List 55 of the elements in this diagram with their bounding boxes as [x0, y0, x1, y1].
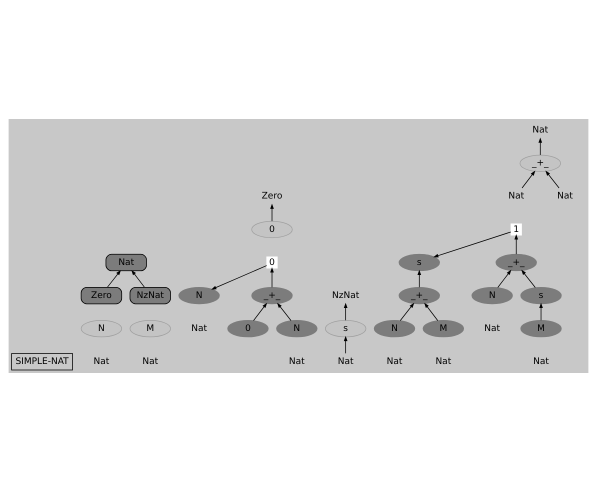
node-label: Nat [435, 357, 452, 368]
node-box: 0 [266, 256, 278, 269]
node-box: SIMPLE-NAT [11, 353, 73, 370]
arrow [417, 270, 422, 288]
node-text: NzNat [332, 290, 360, 301]
arrow [211, 265, 268, 290]
arrow [545, 170, 560, 188]
node-label: Nat [533, 357, 549, 368]
arrow [131, 270, 145, 288]
node-ellipse: _+_ [520, 154, 561, 172]
node-box: Nat [106, 254, 147, 272]
arrow [344, 336, 348, 354]
node-label: Nat [386, 357, 402, 368]
arrow [522, 170, 536, 188]
node-ellipse: N [374, 320, 416, 338]
node-text: Zero [262, 192, 282, 202]
arrow [424, 302, 438, 321]
node-box: NzNat [130, 286, 171, 304]
node-ellipse: _+_ [496, 254, 537, 272]
arrow [107, 270, 121, 288]
arrow [539, 302, 543, 321]
node-text: Nat [532, 126, 548, 136]
node-label: Nat [288, 357, 305, 368]
arrow [521, 270, 536, 288]
arrow [497, 270, 512, 288]
node-ellipse: N [472, 286, 513, 304]
node-ellipse: N [80, 320, 122, 338]
node-label: Nat [142, 357, 158, 368]
arrow [270, 267, 274, 288]
node-text: Nat [508, 192, 524, 202]
node-ellipse: _+_ [251, 286, 293, 304]
arrow [514, 234, 518, 255]
arrow [344, 302, 348, 321]
arrow [253, 302, 268, 321]
node-ellipse: 0 [251, 220, 293, 238]
node-ellipse: N [276, 320, 318, 338]
node-ellipse: 0 [227, 320, 269, 338]
arrow [538, 137, 542, 156]
node-label: Nat [94, 357, 110, 368]
node-label: Nat [484, 324, 500, 334]
node-ellipse: M [520, 320, 562, 338]
arrow [270, 204, 274, 222]
node-ellipse: s [325, 320, 366, 338]
node-box: 1 [510, 223, 522, 236]
arrow [277, 302, 292, 321]
node-ellipse: _+_ [398, 286, 440, 304]
node-ellipse: s [520, 286, 562, 304]
arrow [400, 302, 414, 321]
node-text: Nat [338, 357, 354, 368]
arrow [433, 232, 512, 258]
node-label: Nat [191, 324, 208, 334]
node-text: Nat [557, 192, 573, 202]
node-ellipse: M [422, 320, 464, 338]
node-box: Zero [80, 286, 122, 304]
node-ellipse: M [130, 320, 171, 338]
